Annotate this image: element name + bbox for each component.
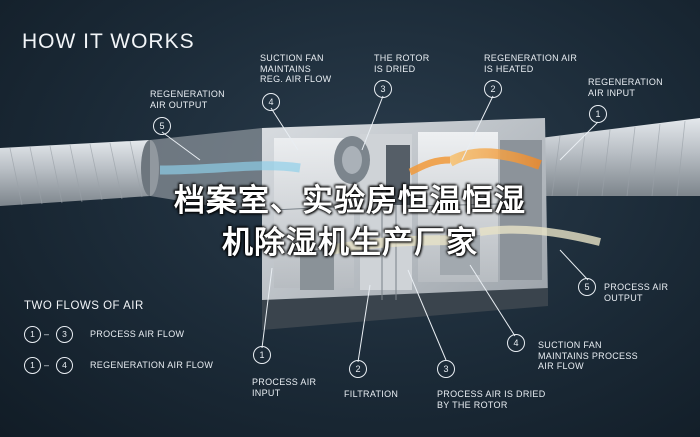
legend-label: REGENERATION AIR FLOW: [90, 360, 213, 370]
legend-from-badge: 1: [24, 326, 41, 343]
legend-from-badge: 1: [24, 357, 41, 374]
page-title: HOW IT WORKS: [22, 30, 195, 54]
step-badge: 2: [484, 80, 502, 98]
legend-dash: –: [44, 360, 49, 370]
legend-to-badge: 4: [56, 357, 73, 374]
step-badge: 1: [589, 105, 607, 123]
step-badge: 1: [253, 346, 271, 364]
legend-title: TWO FLOWS OF AIR: [24, 300, 144, 312]
step-badge: 2: [349, 360, 367, 378]
legend-dash: –: [44, 329, 49, 339]
step-badge: 4: [262, 93, 280, 111]
step-badge: 5: [153, 117, 171, 135]
step-badge: 4: [507, 334, 525, 352]
step-badge: 3: [374, 80, 392, 98]
overlay-caption-line2: 机除湿机生产厂家: [0, 223, 700, 263]
overlay-caption-line1: 档案室、实验房恒温恒湿: [0, 181, 700, 221]
step-badge: 3: [437, 360, 455, 378]
legend-label: PROCESS AIR FLOW: [90, 329, 184, 339]
legend-to-badge: 3: [56, 326, 73, 343]
step-badge: 5: [578, 278, 596, 296]
callout-label-filtration: FILTRATION: [344, 389, 398, 400]
